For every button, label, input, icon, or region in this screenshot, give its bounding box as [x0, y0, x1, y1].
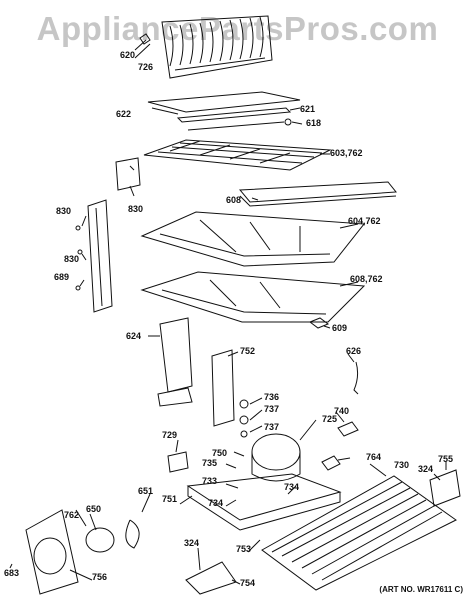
- label-734a: 734: [284, 482, 299, 492]
- label-752: 752: [240, 346, 255, 356]
- label-737b: 737: [264, 422, 279, 432]
- label-735: 735: [202, 458, 217, 468]
- label-622: 622: [116, 109, 131, 119]
- label-756: 756: [92, 572, 107, 582]
- part-730-condenser: [261, 475, 457, 591]
- label-651: 651: [138, 486, 153, 496]
- part-604-pan: [140, 211, 365, 267]
- top-coil-assembly: [161, 15, 273, 79]
- part-622-cover: [147, 91, 301, 113]
- label-733: 733: [202, 476, 217, 486]
- label-683: 683: [4, 568, 19, 578]
- part-725-compressor: [251, 433, 301, 482]
- part-754-tray: [185, 561, 237, 595]
- label-626: 626: [346, 346, 361, 356]
- label-736: 736: [264, 392, 279, 402]
- label-753: 753: [236, 544, 251, 554]
- label-725: 725: [322, 414, 337, 424]
- label-737a: 737: [264, 404, 279, 414]
- label-830-top: 830: [56, 206, 71, 216]
- label-603-762: 603,762: [330, 148, 363, 158]
- label-609: 609: [332, 323, 347, 333]
- label-754: 754: [240, 578, 255, 588]
- label-750: 750: [212, 448, 227, 458]
- part-651-blade: [125, 519, 140, 549]
- part-752-bracket: [211, 349, 235, 427]
- part-740-relay: [337, 421, 359, 437]
- part-608-pan: [140, 271, 366, 323]
- label-830-bracket: 830: [128, 204, 143, 214]
- part-736: [239, 399, 249, 409]
- label-689: 689: [54, 272, 69, 282]
- part-830-hinge: [115, 157, 141, 191]
- label-324a: 324: [418, 464, 433, 474]
- part-755-box: [429, 469, 461, 507]
- label-608: 608: [226, 195, 241, 205]
- label-755: 755: [438, 454, 453, 464]
- part-737b: [240, 430, 248, 438]
- part-650-motor: [85, 527, 115, 553]
- label-740: 740: [334, 406, 349, 416]
- part-620-clip: [139, 33, 151, 45]
- art-number: (ART NO. WR17611 C): [379, 585, 463, 594]
- part-603-shelf: [143, 139, 332, 171]
- label-762: 762: [64, 510, 79, 520]
- label-624: 624: [126, 331, 141, 341]
- part-737a: [239, 415, 249, 425]
- label-621: 621: [300, 104, 315, 114]
- label-604-762: 604,762: [348, 216, 381, 226]
- part-609-bracket: [308, 317, 330, 329]
- label-324b: 324: [184, 538, 199, 548]
- part-608-cover: [238, 181, 397, 203]
- label-620: 620: [120, 50, 135, 60]
- label-618: 618: [306, 118, 321, 128]
- label-830-mid: 830: [64, 254, 79, 264]
- part-624-panel: [159, 317, 193, 393]
- label-730: 730: [394, 460, 409, 470]
- part-626-wire: [353, 361, 359, 395]
- part-756-shroud: [25, 509, 79, 595]
- label-608-762: 608,762: [350, 274, 383, 284]
- label-729: 729: [162, 430, 177, 440]
- label-726: 726: [138, 62, 153, 72]
- label-650: 650: [86, 504, 101, 514]
- label-734b: 734: [208, 498, 223, 508]
- left-bracket: [87, 199, 113, 313]
- label-764: 764: [366, 452, 381, 462]
- part-621-rail: [176, 107, 292, 123]
- part-764-clip: [321, 455, 341, 471]
- label-751: 751: [162, 494, 177, 504]
- part-729-box: [167, 451, 189, 473]
- part-618-rod: [187, 121, 285, 131]
